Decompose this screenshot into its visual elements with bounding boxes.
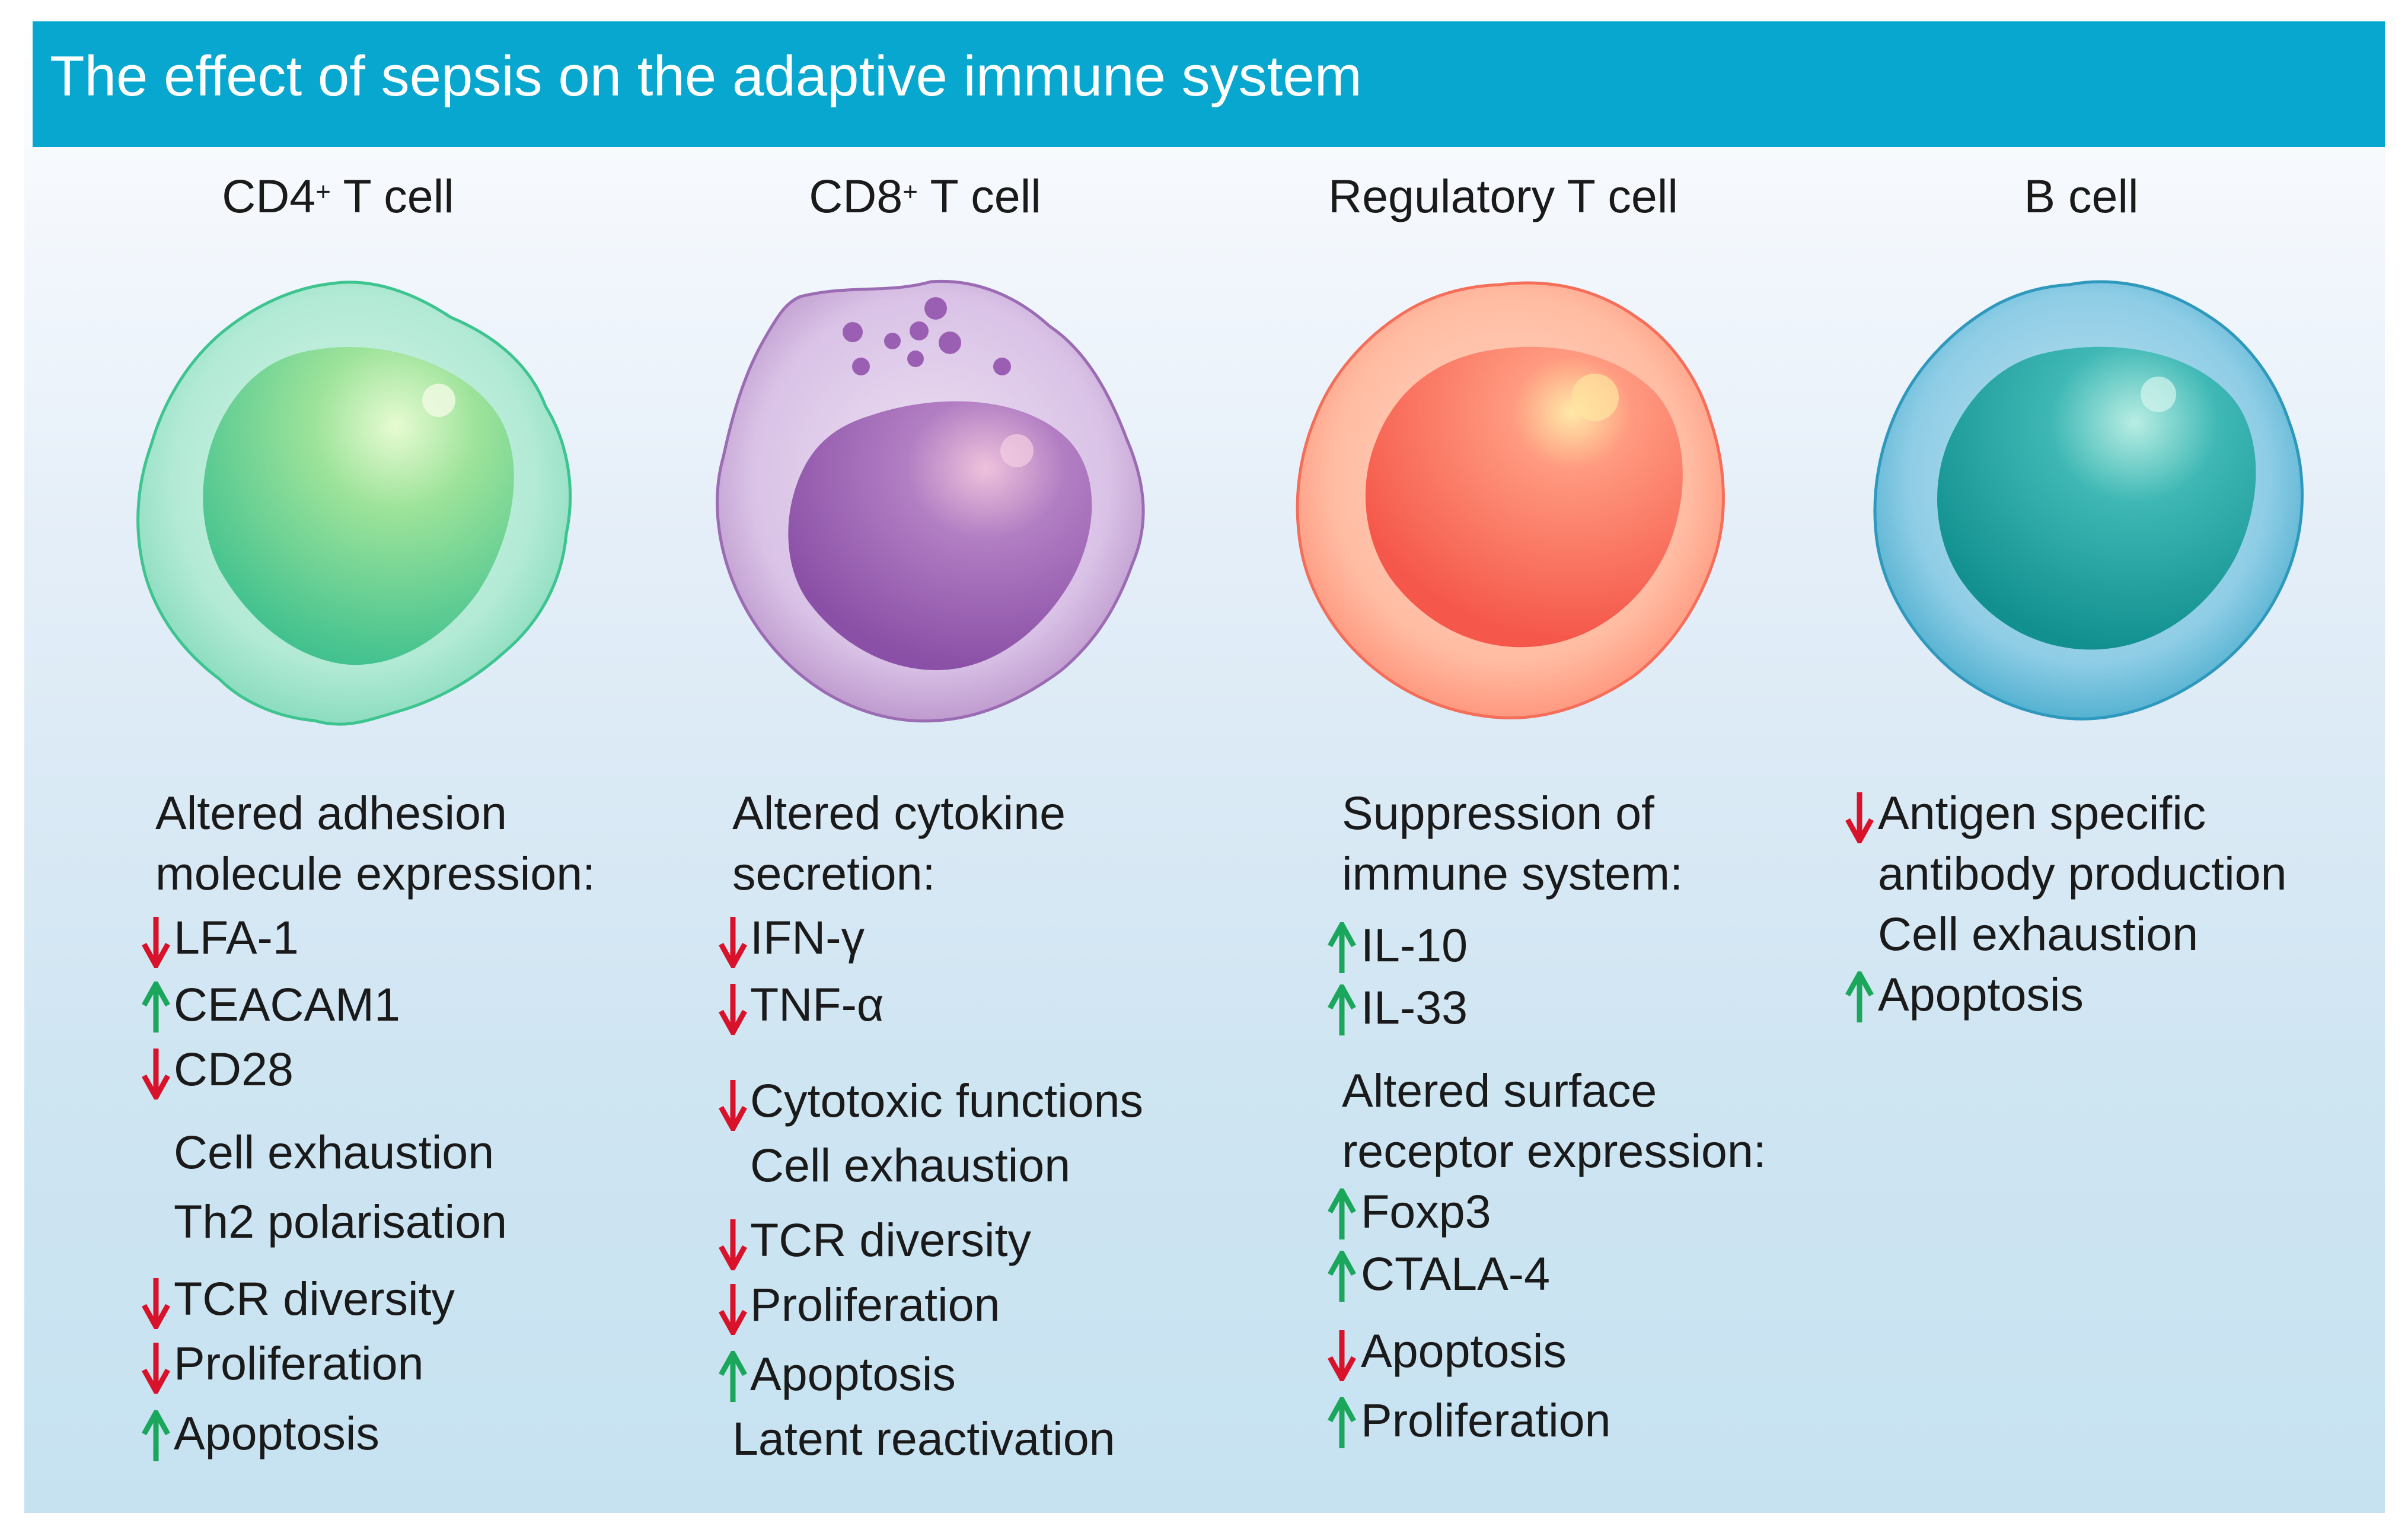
cd4-item-cell-exhaustion: Cell exhaustion [174, 1126, 495, 1178]
cd8-item-apoptosis: Apoptosis [750, 1347, 956, 1400]
title-bar [33, 21, 2385, 147]
cd8-item-proliferation: Proliferation [750, 1278, 1000, 1331]
treg-item-foxp3: Foxp3 [1361, 1185, 1491, 1238]
bcell-item-apoptosis: Apoptosis [1878, 968, 2084, 1021]
cd4-item-tcr-diversity: TCR diversity [174, 1272, 455, 1325]
cd4-item-cd28: CD28 [174, 1043, 294, 1095]
treg-header-line-1: Suppression of [1342, 786, 1655, 839]
cd4-item-th2-polarisation: Th2 polarisation [174, 1195, 508, 1248]
cd8-item-tnf-alpha: TNF-α [750, 978, 884, 1031]
cd8-apoptosis-up-arrow-icon [719, 1351, 747, 1402]
treg-proliferation-up-arrow-icon [1328, 1397, 1356, 1448]
cd8-item-ifn-gamma: IFN-γ [750, 911, 865, 964]
bcell-antigen-down-arrow-icon [1845, 792, 1874, 843]
bcell-apoptosis-up-arrow-icon [1845, 971, 1874, 1022]
treg-item-il33: IL-33 [1361, 981, 1468, 1034]
cd8-header-line-2: secretion: [732, 847, 936, 900]
treg-item-ctala4: CTALA-4 [1361, 1247, 1551, 1300]
cd8-item-cell-exhaustion: Cell exhaustion [750, 1139, 1071, 1191]
cd8-item-cytotoxic-functions: Cytotoxic functions [750, 1074, 1144, 1127]
treg-item-apoptosis: Apoptosis [1361, 1324, 1567, 1377]
cd4-item-ceacam1: CEACAM1 [174, 978, 400, 1031]
treg-header2-line-1: Altered surface [1342, 1064, 1657, 1117]
cd8-cytotoxic-down-arrow-icon [719, 1080, 747, 1131]
treg-foxp3-up-arrow-icon [1328, 1188, 1356, 1239]
cd4-cd28-down-arrow-icon [142, 1049, 170, 1100]
figure-title: The effect of sepsis on the adaptive imm… [50, 44, 1362, 108]
treg-item-proliferation: Proliferation [1361, 1394, 1611, 1446]
column-title-bcell: B cell [2024, 170, 2139, 222]
treg-header2-line-2: receptor expression: [1342, 1124, 1766, 1177]
cd4-tcr-diversity-down-arrow-icon [142, 1278, 170, 1329]
b-cell-illustration [1873, 280, 2304, 721]
treg-item-il10: IL-10 [1361, 919, 1468, 971]
figure-panel [24, 21, 2385, 1513]
cd8-item-latent-reactivation: Latent reactivation [732, 1412, 1115, 1465]
treg-header-line-2: immune system: [1342, 847, 1683, 900]
regulatory-t-cell-illustration [1296, 281, 1725, 720]
treg-il33-up-arrow-icon [1328, 984, 1356, 1035]
cd8-header-line-1: Altered cytokine [732, 786, 1066, 839]
column-title-treg: Regulatory T cell [1328, 170, 1678, 222]
column-title-cd8: CD8+ T cell [809, 170, 1041, 222]
cd8-ifn-gamma-down-arrow-icon [719, 917, 747, 968]
cd8-proliferation-down-arrow-icon [719, 1284, 747, 1335]
bcell-item-antigen-specific: Antigen specific [1878, 786, 2206, 839]
cd4-cell-nucleus [203, 346, 514, 665]
column-title-cd4: CD4+ T cell [222, 170, 454, 222]
cd8-tcr-diversity-down-arrow-icon [719, 1219, 747, 1270]
cd4-item-lfa1: LFA-1 [174, 911, 299, 964]
cd8-item-tcr-diversity: TCR diversity [750, 1213, 1032, 1266]
bcell-item-cell-exhaustion: Cell exhaustion [1878, 907, 2199, 960]
cd8-t-cell-illustration [716, 279, 1145, 723]
cd4-ceacam1-up-arrow-icon [142, 981, 170, 1033]
bcell-item-antibody-production: antibody production [1878, 847, 2287, 900]
cd4-header-line-1: Altered adhesion [155, 786, 507, 839]
cd4-item-proliferation: Proliferation [174, 1337, 424, 1390]
treg-ctala4-up-arrow-icon [1328, 1251, 1356, 1302]
cd8-cell-nucleus [788, 401, 1092, 670]
cd4-apoptosis-up-arrow-icon [142, 1410, 170, 1461]
cd4-item-apoptosis: Apoptosis [174, 1407, 379, 1459]
cd4-t-cell-illustration [136, 281, 572, 726]
treg-apoptosis-down-arrow-icon [1328, 1330, 1356, 1381]
cd4-header-line-2: molecule expression: [155, 847, 596, 900]
b-cell-nucleus [1937, 346, 2256, 650]
cytotoxic-granules [843, 297, 1011, 375]
cd8-tnf-alpha-down-arrow-icon [719, 984, 747, 1035]
treg-il10-up-arrow-icon [1328, 922, 1356, 973]
cd4-lfa1-down-arrow-icon [142, 917, 170, 968]
cd4-proliferation-down-arrow-icon [142, 1343, 170, 1394]
treg-cell-nucleus [1365, 346, 1683, 648]
